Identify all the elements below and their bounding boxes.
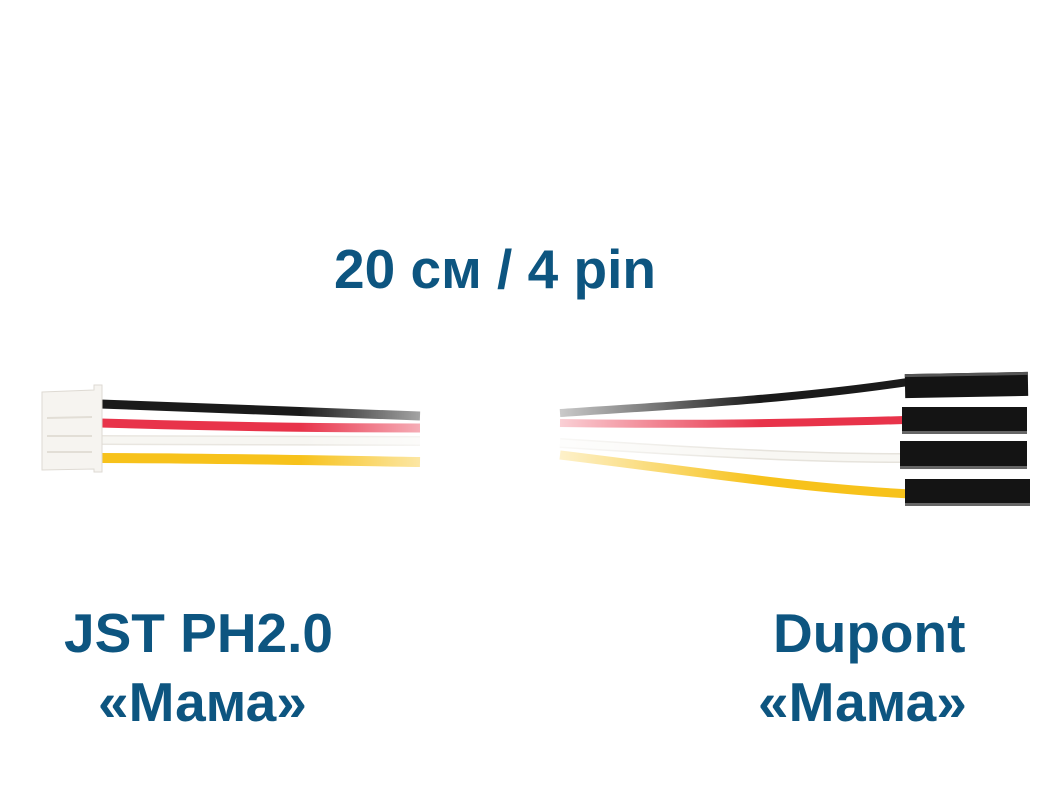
dupont-connectors: [900, 371, 1030, 506]
right-connector-type: Dupont: [773, 602, 966, 664]
cable-length-pin-title: 20 см / 4 pin: [334, 238, 656, 300]
left-connector-gender: «Мама»: [98, 671, 307, 733]
left-connector-type: JST PH2.0: [64, 602, 334, 664]
jst-ph2-connector: [41, 384, 103, 473]
right-connector-gender: «Мама»: [758, 671, 967, 733]
